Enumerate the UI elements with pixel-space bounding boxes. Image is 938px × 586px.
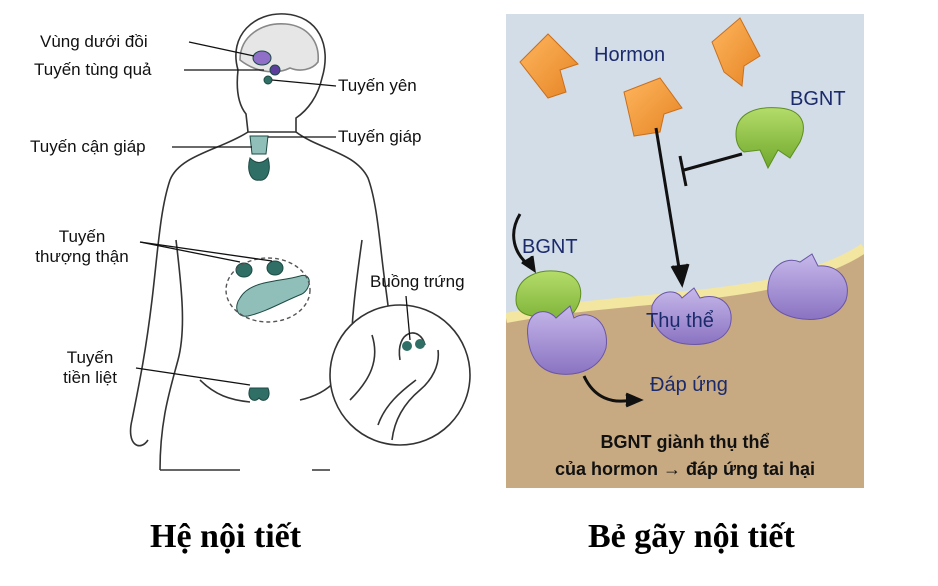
- prostate-gland: [248, 387, 270, 401]
- receptor-right: [767, 253, 848, 320]
- caption-endocrine-disruption: Bẻ gãy nội tiết: [588, 518, 795, 555]
- arrow-hormone-head: [670, 263, 690, 288]
- label-prostate: Tuyến tiền liệt: [40, 348, 140, 388]
- arrow-response-head: [625, 392, 644, 408]
- label-hypothalamus: Vùng dưới đồi: [40, 32, 148, 51]
- label-ovary: Buồng trứng: [370, 272, 465, 291]
- inhibit-line: [683, 152, 743, 172]
- label-hormone: Hormon: [594, 44, 666, 66]
- label-prostate-line2: tiền liệt: [63, 368, 117, 387]
- hormone-top-right: [711, 17, 761, 87]
- adrenal-dashed-outline: [225, 257, 311, 323]
- edc-top: [735, 107, 804, 170]
- hormone-center: [623, 77, 683, 137]
- label-adrenal-line1: Tuyến: [58, 227, 106, 246]
- label-receptor: Thụ thể: [646, 310, 714, 332]
- panel-summary: BGNT giành thụ thể của hormon → đáp ứng …: [506, 429, 864, 483]
- label-thyroid: Tuyến giáp: [338, 127, 422, 146]
- glands: [235, 50, 310, 401]
- hypothalamus-gland: [252, 50, 272, 66]
- ovary-right: [415, 339, 425, 349]
- panel-summary-line2: của hormon → đáp ứng tai hại: [554, 459, 816, 479]
- receptor-bound: [527, 305, 607, 375]
- pineal-gland: [269, 64, 281, 76]
- label-parathyroid: Tuyến cận giáp: [30, 137, 146, 156]
- arrow-hormone-to-receptor: [654, 127, 682, 275]
- receptor-center: [651, 287, 732, 345]
- parathyroid-gland: [249, 135, 269, 155]
- ovaries: [402, 339, 425, 351]
- adrenal-gland-right: [266, 260, 284, 276]
- label-edc-top: BGNT: [790, 88, 846, 110]
- label-prostate-line1: Tuyến: [66, 348, 114, 367]
- hormones: [519, 17, 761, 137]
- label-adrenal: Tuyến thượng thận: [22, 227, 142, 267]
- panel-summary-line1: BGNT giành thụ thể: [600, 432, 770, 452]
- ovary-left: [402, 341, 412, 351]
- inhibit-bar: [678, 155, 688, 187]
- label-adrenal-line2: thượng thận: [35, 247, 129, 266]
- label-pineal: Tuyến tùng quả: [34, 60, 152, 79]
- hormone-top-left: [519, 33, 579, 99]
- leader-lines: [135, 41, 411, 386]
- ovary-inset: [329, 304, 471, 446]
- arrows: [512, 127, 743, 408]
- thyroid-gland: [248, 157, 270, 181]
- label-response: Đáp ứng: [650, 374, 728, 396]
- arrow-edc-binding-head: [521, 255, 536, 274]
- label-pituitary: Tuyến yên: [338, 76, 417, 95]
- label-edc-left: BGNT: [522, 236, 578, 258]
- caption-endocrine-system: Hệ nội tiết: [150, 518, 302, 555]
